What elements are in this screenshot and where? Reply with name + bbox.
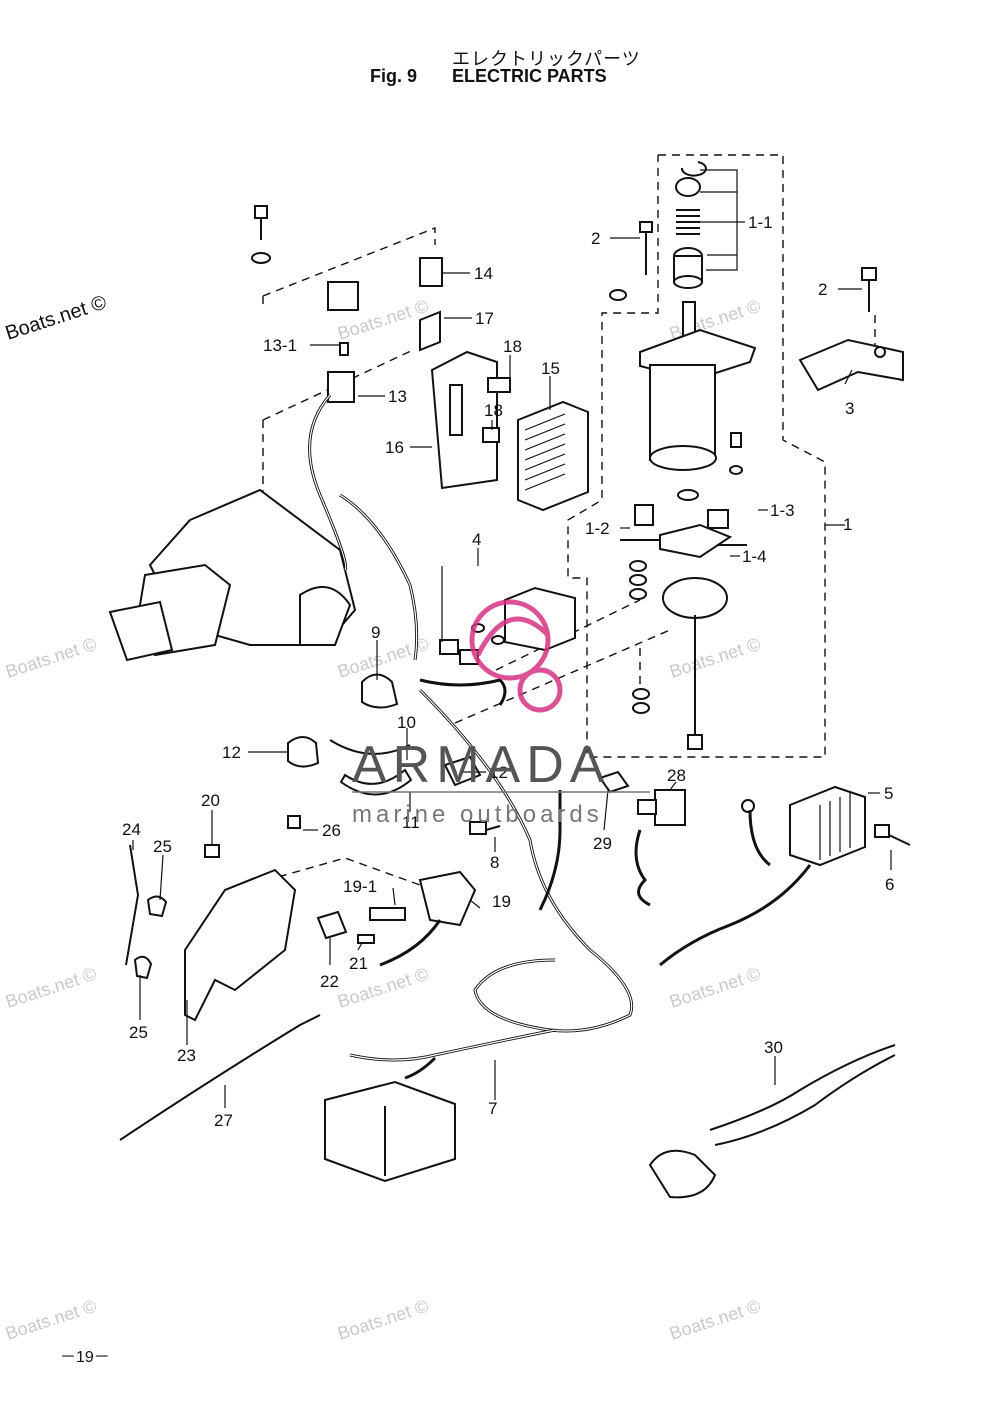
callout-9: 9: [371, 623, 380, 642]
leader-lines: [132, 169, 892, 1108]
callout-22: 22: [320, 972, 339, 991]
wiring-harness: [308, 394, 812, 1080]
callout-13-1: 13-1: [263, 336, 297, 355]
callout-30: 30: [764, 1038, 783, 1057]
watermark-site: Boats.net ©: [667, 1296, 763, 1344]
starter-bracket: [798, 267, 904, 392]
callout-4: 4: [472, 530, 481, 549]
callout-5: 5: [884, 784, 893, 803]
callout-6: 6: [885, 875, 894, 894]
watermark-site: Boats.net ©: [3, 964, 99, 1012]
callout-11: 11: [402, 813, 420, 832]
callout-17: 17: [475, 309, 494, 328]
callout-29: 29: [593, 834, 612, 853]
armada-watermark: ARMADA marine outboards: [352, 599, 650, 828]
watermark-site: Boats.net ©: [667, 964, 763, 1012]
callout-1-4: 1-4: [742, 547, 767, 566]
japanese-title: エレクトリックパーツ: [452, 49, 641, 69]
callout-1-1: 1-1: [748, 213, 773, 232]
callout-28: 28: [667, 766, 686, 785]
callout-3: 3: [845, 399, 854, 418]
callout-13: 13: [388, 387, 407, 406]
callout-23: 23: [177, 1046, 196, 1065]
callout-8: 8: [490, 853, 499, 872]
diagram-title: ELECTRIC PARTS: [452, 66, 607, 86]
watermark-site: Boats.net ©: [3, 634, 99, 682]
brand-name: ARMADA: [352, 736, 610, 794]
callout-24: 24: [122, 820, 141, 839]
figure-number: Fig. 9: [370, 66, 418, 86]
callout-2: 2: [591, 229, 600, 248]
engine-block: [108, 488, 357, 662]
callout-26: 26: [322, 821, 341, 840]
callout-12: 12: [489, 763, 508, 782]
callout-1-2: 1-2: [585, 519, 610, 538]
brand-tagline: marine outboards: [352, 801, 603, 828]
watermark-site: Boats.net ©: [667, 634, 763, 682]
watermark-site: Boats.net ©: [335, 1296, 431, 1344]
callout-25: 25: [129, 1023, 148, 1042]
watermark-site: Boats.net ©: [3, 1296, 99, 1344]
callout-18: 18: [484, 401, 503, 420]
callout-1-3: 1-3: [770, 501, 795, 520]
callout-7: 7: [488, 1099, 497, 1118]
ignition-coil: [439, 586, 576, 665]
callout-20: 20: [201, 791, 220, 810]
relay-components: [251, 205, 443, 403]
callout-1: 1: [843, 515, 852, 534]
callout-14: 14: [474, 264, 493, 283]
callout-12: 12: [222, 743, 241, 762]
callout-15: 15: [541, 359, 560, 378]
callout-labels: 1 1-1 1-2 1-3 1-4 2 2 3 4 5 6 7 8 9 10 1…: [122, 213, 894, 1130]
kill-switch: [469, 770, 686, 835]
page-number: －19－: [60, 1349, 110, 1366]
control-bracket: [125, 815, 477, 1022]
callout-2: 2: [818, 280, 827, 299]
callout-18: 18: [503, 337, 522, 356]
spark-caps: [287, 673, 482, 796]
rectifier: [741, 785, 911, 867]
watermark-site: Boats.net ©: [3, 291, 110, 344]
mounting-plate: [430, 350, 589, 512]
callout-19-1: 19-1: [343, 877, 377, 896]
bolt-2-left: [609, 221, 653, 301]
armada-logo-icon: [469, 599, 563, 713]
callout-19: 19: [492, 892, 511, 911]
callout-16: 16: [385, 438, 404, 457]
callout-27: 27: [214, 1111, 233, 1130]
callout-25: 25: [153, 837, 172, 856]
callout-10: 10: [397, 713, 416, 732]
starter-motor-assembly: [620, 161, 757, 750]
callout-21: 21: [349, 954, 368, 973]
battery-and-cables: [119, 1014, 896, 1199]
